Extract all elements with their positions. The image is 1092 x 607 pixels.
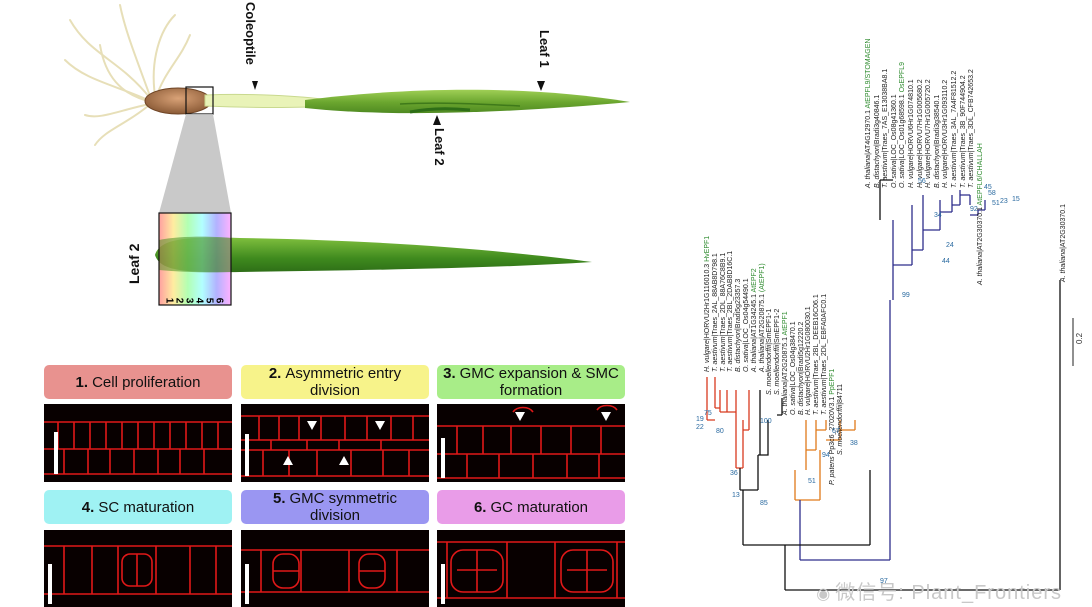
leaf-1-shape — [305, 89, 630, 114]
tree-leaf-label: S. moellendorffii|84711 — [836, 384, 844, 455]
bootstrap-value: 94 — [822, 452, 830, 459]
micrograph-stage-1 — [44, 404, 232, 482]
leaf-2-shape — [155, 237, 592, 273]
tree-leaf-label: A. thaliana|AT2G20875.1 AtEPF1 — [782, 311, 789, 415]
tree-leaf-label: B. distachyon|Bradi5g23357.3 — [735, 278, 743, 372]
scale-bar — [245, 564, 249, 604]
arrowhead — [283, 456, 293, 465]
arrowhead — [307, 421, 317, 430]
bootstrap-value: 38 — [850, 440, 858, 447]
tree-leaf-label: A. thaliana|AT4G12970.1 AtEPFL9/STOMAGEN — [865, 38, 872, 188]
scale-bar — [441, 564, 445, 604]
seed — [144, 87, 212, 115]
tree-leaf-label: O. sativa|LOC_Os04g54490.1 — [743, 278, 750, 372]
tree-leaf-label: T. aestivum|Traes_2DL_88A76C8B9.1 — [719, 252, 727, 372]
tree-leaf-label: T. aestivum|Traes_3DL_CFB742653.2 — [968, 69, 976, 188]
bootstrap-value: 19 — [696, 416, 704, 423]
arrowhead — [601, 412, 611, 421]
micrograph-stage-2 — [241, 404, 429, 482]
micrograph-stage-3 — [437, 404, 625, 482]
tree-leaf-label: T. aestivum|Traes_2AL_88AB8D798.1 — [711, 253, 719, 372]
bootstrap-value: 75 — [704, 410, 712, 417]
stage-2-box: 2.Asymmetric entry division — [241, 365, 429, 399]
tree-leaf-label: H. vulgare|HORVU7Hr1G005680.2 — [916, 79, 924, 188]
tree-leaf-label: A. thaliana|AT2G20875.1 (AtEPF1) — [758, 263, 766, 372]
bootstrap-value: 92 — [970, 206, 978, 213]
bootstrap-value: 45 — [984, 184, 992, 191]
leaf-2-side-label: Leaf 2 — [126, 243, 142, 284]
tree-leaf-label: O. sativa|LOC_Os04g38470.1 — [789, 321, 797, 415]
bootstrap-value: 58 — [988, 190, 996, 197]
tree-scale-label: 0.2 — [1075, 332, 1084, 344]
bootstrap-value: 67 — [832, 428, 840, 435]
bootstrap-value: 51 — [808, 478, 816, 485]
tree-leaf-label: A. thaliana|AT2G30370.1 — [1060, 204, 1067, 282]
bootstrap-value: 80 — [716, 428, 724, 435]
zoom-cone — [159, 114, 231, 213]
tree-leaf-label: S. moellendorffii|SmEPF1-2 — [774, 308, 782, 395]
tree-leaf-label: A. thaliana|AT2G30370.1 AtEPFL6/CHALLAH — [976, 143, 984, 285]
tree-leaf-label: T. aestivum|Traes_2BL_2DAB8D16C.1 — [727, 250, 735, 372]
tree-leaf-label: H. vulgare|HORVU2Hr1G080030.1 — [805, 306, 813, 415]
seedling-illustration — [64, 4, 630, 306]
bootstrap-value: 85 — [760, 500, 768, 507]
zone-number: 6 — [213, 297, 225, 304]
arrowhead — [375, 421, 385, 430]
tree-leaf-label: T. aestivum|Traes_3AL_7A4F81512.2 — [951, 70, 958, 188]
tree-leaf-label: T. aestivum|Traes_7AS_E13038BA8.1 — [882, 68, 890, 188]
roots — [64, 4, 191, 146]
bootstrap-value: 22 — [696, 424, 704, 431]
stage-1-box: 1.Cell proliferation — [44, 365, 232, 399]
scale-bar — [54, 432, 58, 474]
scale-bar — [48, 564, 52, 604]
bootstrap-value: 13 — [732, 492, 740, 499]
bootstrap-value: 56 — [918, 178, 926, 185]
tree-leaf-label: H. vulgare|HORVU6Hr1G074810.1 — [908, 79, 915, 188]
micrograph-stage-4 — [44, 530, 232, 607]
tree-leaf-label: B. distachyon|Bradi5g12220.2 — [797, 321, 805, 415]
stage-4-box: 4.SC maturation — [44, 490, 232, 524]
wechat-icon: ◉ — [816, 586, 832, 603]
arrowhead — [339, 456, 349, 465]
bootstrap-value: 34 — [934, 212, 942, 219]
micrograph-stage-6 — [437, 530, 625, 607]
tree-leaf-label: B. distachyon|Bradi3g40846.1 — [873, 94, 881, 188]
tree-leaf-label: T. aestivum|Traes_2DL_EBFA0AFC0.1 — [821, 293, 828, 415]
micrograph-stage-5 — [241, 530, 429, 607]
bootstrap-value: 97 — [880, 578, 888, 585]
watermark: ◉微信号: Plant_Frontiers — [816, 582, 1062, 604]
bootstrap-value: 15 — [1012, 196, 1020, 203]
leaf-2-arrow-label: Leaf 2 — [432, 128, 447, 166]
tree-leaf-label: P. patens Pp3c6_27020V3.1 PpEPF1 — [828, 368, 836, 485]
tree-leaf-label: O. sativa|LOC_Os01g68598.1 OsEPFL9 — [899, 62, 907, 188]
bootstrap-value: 36 — [730, 470, 738, 477]
coleoptile-label: Coleoptile — [243, 2, 258, 65]
scale-bar — [245, 434, 249, 476]
tree-leaf-label: H. vulgare|HORVU7Hr1G005720.2 — [925, 79, 933, 188]
leaf-1-label: Leaf 1 — [537, 30, 552, 68]
tree-leaf-label: A. thaliana|AT1G34245.1 AtEPF2 — [750, 268, 758, 372]
tree-leaf-label: T. aestivum|Traes_3B_90F744904.2 — [959, 75, 967, 188]
stage-6-box: 6.GC maturation — [437, 490, 625, 524]
tree-leaf-label: O. sativa|LOC_Os08g41360.1 — [890, 94, 898, 188]
bootstrap-value: 44 — [942, 258, 950, 265]
phylogenetic-tree — [706, 179, 1074, 591]
bootstrap-value: 99 — [902, 292, 910, 299]
stage-3-box: 3.GMC expansion & SMC formation — [437, 365, 625, 399]
bootstrap-value: 51 — [992, 200, 1000, 207]
bootstrap-value: 23 — [1000, 198, 1008, 205]
bootstrap-value: 24 — [946, 242, 954, 249]
tree-leaf-label: H. vulgare|HORVU2Hr1G116010.3 HvEPF1 — [704, 235, 711, 372]
tree-leaf-label: B. distachyon|Bradi3g38540.1 — [933, 94, 941, 188]
tree-leaf-label: T. aestivum|Traes_2BL_DEEB16C06.1 — [813, 294, 821, 415]
tree-leaf-label: S. moellendorffii|SmEPF1-1 — [766, 308, 774, 395]
tree-leaf-label: H. vulgare|HORVU3Hr1G093110.2 — [942, 79, 950, 188]
bootstrap-value: 100 — [760, 418, 772, 425]
scale-bar — [441, 438, 445, 478]
stage-5-box: 5.GMC symmetric division — [241, 490, 429, 524]
arrowhead — [515, 412, 525, 421]
